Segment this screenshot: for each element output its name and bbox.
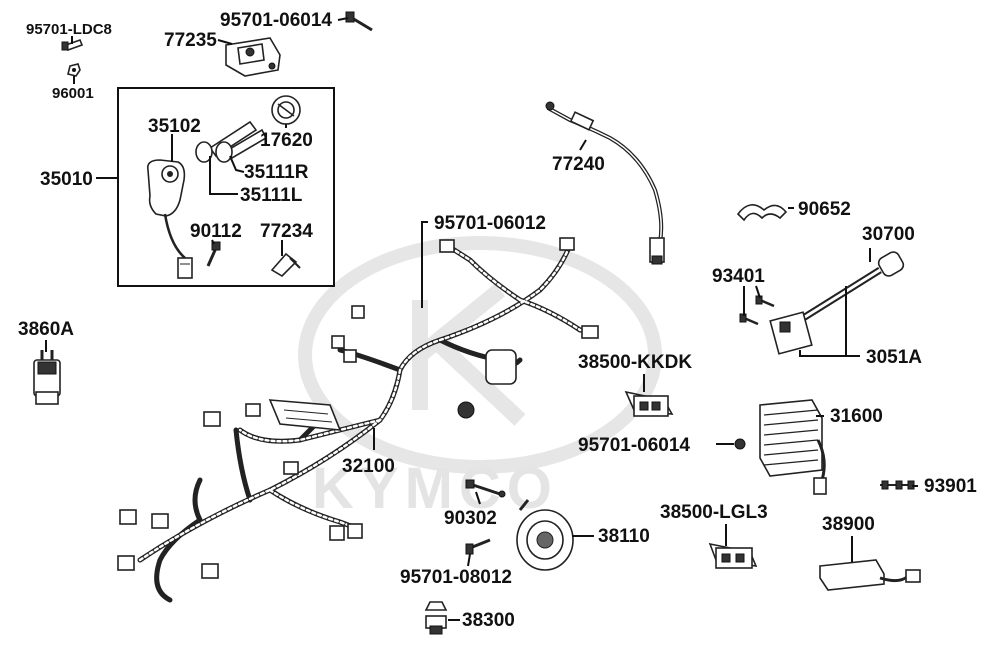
bolt-95701-ldc8-icon [61,38,84,52]
ignition-switch-35102-icon [146,159,193,279]
label-90302: 90302 [444,508,497,529]
label-17620: 17620 [260,130,313,151]
horn-38110-icon [516,499,574,571]
label-35111r: 35111R [244,162,309,183]
bolts-90302-icon [465,479,506,498]
label-90112: 90112 [190,221,242,242]
label-35111l: 35111L [240,185,303,206]
bolt-95701-06014-top-icon [345,11,373,32]
ignition-coil-30700-icon [769,251,905,355]
label-95701-06014-mid: 95701-06014 [578,435,690,456]
leader-lines [45,17,918,621]
label-31600: 31600 [830,406,883,427]
label-96001: 96001 [52,85,94,102]
keys-35111-icon [195,120,268,163]
nut-96001-icon [67,63,81,77]
clip-77234-icon [270,252,301,278]
label-93401: 93401 [712,266,765,287]
label-32100: 32100 [342,456,395,477]
label-30700: 30700 [862,224,915,245]
connector-38500-kkdk-icon [624,390,674,417]
screws-93401-icon [739,295,775,326]
watermark-text: KYMCO [312,456,558,521]
connector-38500-lgl3-icon [708,542,758,569]
label-35102: 35102 [148,116,201,137]
label-3051a: 3051A [866,347,922,368]
clamp-90652-icon [736,204,788,222]
label-95701-08012: 95701-08012 [400,567,512,588]
label-90652: 90652 [798,199,851,220]
relay-3860a-icon [33,350,61,405]
module-38900-icon [819,559,921,591]
regulator-31600-icon [759,399,827,495]
kymco-watermark: KYMCO [298,236,662,521]
label-3860a: 3860A [18,319,74,340]
cap-17620-icon [271,95,301,125]
part-38300-icon [424,601,448,635]
label-38110: 38110 [598,526,650,547]
label-77240: 77240 [552,154,605,175]
label-38300: 38300 [462,610,515,631]
label-35010: 35010 [40,169,93,190]
screw-90112-icon [206,241,221,267]
key-set-box [117,87,335,287]
label-38500-lgl3: 38500-LGL3 [660,502,768,523]
label-95701-ldc8: 95701-LDC8 [26,21,112,38]
bracket-77235-icon [225,37,281,77]
label-38900: 38900 [822,514,875,535]
label-95701-06014-top: 95701-06014 [220,10,332,31]
label-93901: 93901 [924,476,977,497]
label-77234: 77234 [260,221,313,242]
bolt-95701-06014-mid-icon [734,438,746,450]
wiring-harness-32100-icon [117,237,599,603]
bolt-95701-08012-icon [465,538,491,555]
label-95701-06012: 95701-06012 [434,213,546,234]
screws-93901-icon [880,480,915,490]
label-77235: 77235 [164,30,217,51]
cable-77240-icon [545,101,665,265]
label-38500-kkdk: 38500-KKDK [578,352,692,373]
